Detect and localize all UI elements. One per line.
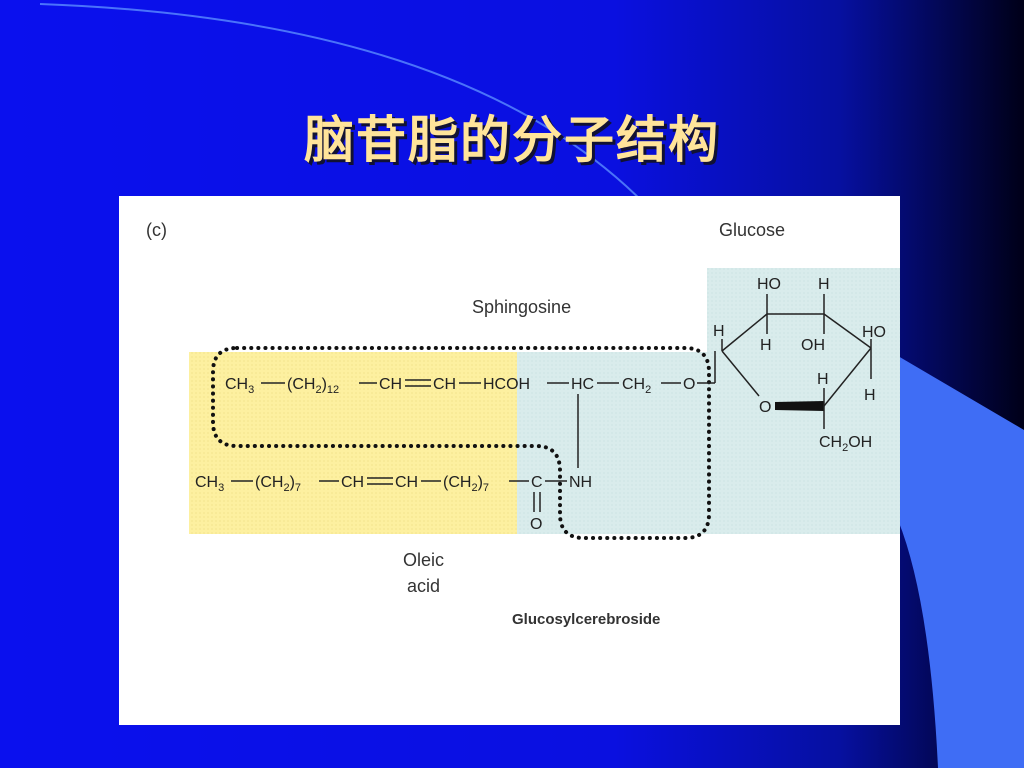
svg-text:CH: CH <box>379 376 402 393</box>
oleic-acid-label-line2: acid <box>407 576 440 596</box>
glucose-region <box>707 268 900 534</box>
svg-text:CH2OH: CH2OH <box>819 434 872 454</box>
svg-text:CH: CH <box>395 474 418 491</box>
svg-text:O: O <box>759 399 771 416</box>
svg-text:H: H <box>818 276 830 293</box>
molecule-caption: Glucosylcerebroside <box>512 611 660 628</box>
slide-title: 脑苷脂的分子结构 <box>304 111 720 169</box>
svg-text:O: O <box>530 516 542 533</box>
svg-text:CH3: CH3 <box>225 376 254 396</box>
glucose-label: Glucose <box>719 220 785 240</box>
svg-text:(CH2)7: (CH2)7 <box>255 474 301 494</box>
svg-text:HO: HO <box>757 276 781 293</box>
svg-text:NH: NH <box>569 474 592 491</box>
sphingosine-chain-row: CH3 (CH2)12 CH CH HCOH HC CH2 O <box>225 351 716 396</box>
panel-label: (c) <box>146 220 167 240</box>
svg-text:OH: OH <box>801 337 825 354</box>
svg-text:H: H <box>713 323 725 340</box>
svg-text:(CH2)7: (CH2)7 <box>443 474 489 494</box>
glucose-ring: HO H H H OH HO H H O CH2OH <box>713 276 886 454</box>
svg-text:H: H <box>817 371 829 388</box>
svg-text:CH: CH <box>433 376 456 393</box>
figure-panel: (c) Glucose Sphingosine Oleic acid Gluco… <box>119 196 900 725</box>
svg-text:HCOH: HCOH <box>483 376 530 393</box>
svg-text:CH3: CH3 <box>195 474 224 494</box>
oleic-acid-label-line1: Oleic <box>403 550 444 570</box>
svg-text:CH: CH <box>341 474 364 491</box>
svg-text:C: C <box>531 474 543 491</box>
svg-text:HO: HO <box>862 324 886 341</box>
decorative-blue-wedge <box>898 356 1024 768</box>
sphingosine-dotted-outline <box>211 346 711 540</box>
decorative-arc <box>39 3 661 221</box>
svg-text:HC: HC <box>571 376 594 393</box>
sphingosine-region <box>517 352 707 534</box>
svg-text:H: H <box>760 337 772 354</box>
oleic-acid-chain-row: CH3 (CH2)7 CH CH (CH2)7 C NH O <box>195 474 592 533</box>
svg-text:CH2: CH2 <box>622 376 651 396</box>
svg-text:H: H <box>864 387 876 404</box>
svg-text:O: O <box>683 376 695 393</box>
sphingosine-label: Sphingosine <box>472 297 571 317</box>
glucosylcerebroside-diagram: (c) Glucose Sphingosine Oleic acid Gluco… <box>146 220 900 628</box>
svg-text:(CH2)12: (CH2)12 <box>287 376 339 396</box>
